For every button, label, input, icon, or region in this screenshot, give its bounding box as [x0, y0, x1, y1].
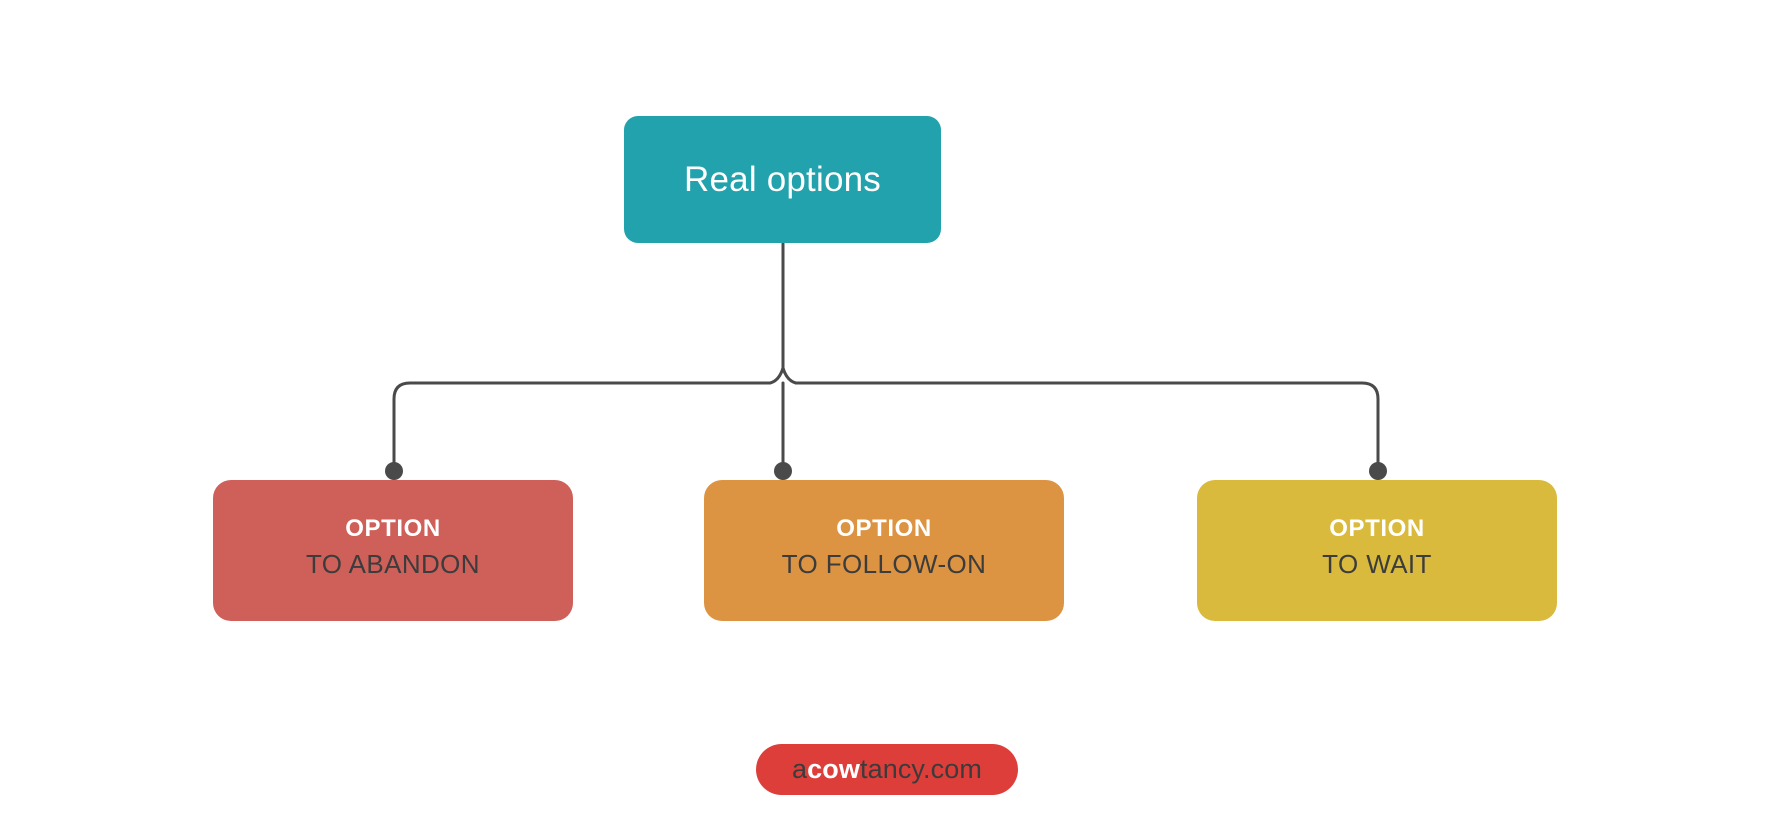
node-option-to-abandon[interactable]: OPTION TO ABANDON — [213, 480, 573, 621]
node-option-to-abandon-subtitle: TO ABANDON — [305, 549, 480, 580]
node-option-to-wait[interactable]: OPTION TO WAIT — [1197, 480, 1557, 621]
node-option-to-abandon-title: OPTION — [345, 514, 441, 542]
connector-branch-left — [392, 381, 772, 465]
connector-branch-right — [794, 381, 1380, 465]
logo-suffix: tancy.com — [859, 754, 982, 784]
node-option-to-follow-on-subtitle: TO FOLLOW-ON — [781, 549, 987, 580]
connector-dot-left — [385, 462, 403, 480]
node-option-to-wait-title: OPTION — [1329, 514, 1425, 542]
logo-prefix: a — [792, 754, 808, 784]
connector-junction-peak — [768, 366, 798, 385]
node-option-to-wait-subtitle: TO WAIT — [1322, 549, 1432, 580]
connector-dot-right — [1369, 462, 1387, 480]
acowtancy-logo[interactable]: acowtancy.com — [756, 744, 1018, 795]
acowtancy-logo-text: acowtancy.com — [792, 756, 982, 783]
node-root[interactable]: Real options — [624, 116, 941, 243]
node-root-label: Real options — [684, 160, 881, 199]
logo-highlight: cow — [807, 754, 860, 784]
connector-dot-middle — [774, 462, 792, 480]
node-option-to-follow-on[interactable]: OPTION TO FOLLOW-ON — [704, 480, 1064, 621]
node-option-to-follow-on-title: OPTION — [836, 514, 932, 542]
